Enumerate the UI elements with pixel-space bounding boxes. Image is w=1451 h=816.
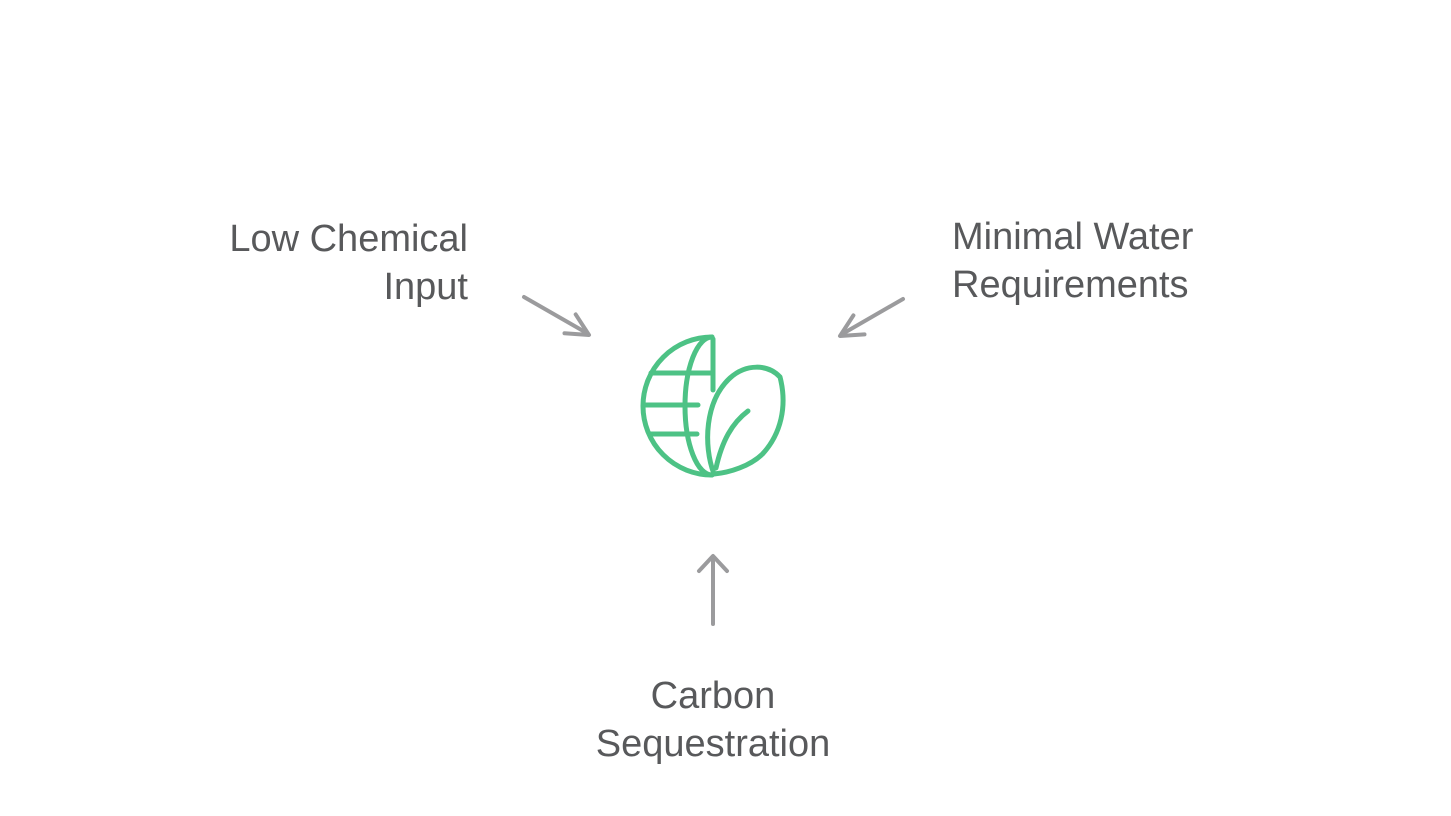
label-minimal-water-requirements: Minimal Water Requirements [952,213,1193,309]
label-line-1: Low Chemical [229,218,468,260]
label-carbon-sequestration: Carbon Sequestration [596,672,831,768]
leaf-outline [705,364,786,477]
leaf-vein [713,408,751,471]
label-low-chemical-input: Low Chemical Input [229,215,468,311]
label-line-2: Requirements [952,264,1189,306]
arrow-down-right-icon [522,295,591,337]
label-line-2: Input [383,266,468,308]
arrow-down-left-icon [838,297,905,338]
label-line-1: Carbon [650,675,776,717]
label-line-2: Sequestration [595,723,831,765]
globe-leaf-icon [640,334,786,478]
arrow-up-icon [697,554,729,626]
label-line-1: Minimal Water [952,216,1194,258]
